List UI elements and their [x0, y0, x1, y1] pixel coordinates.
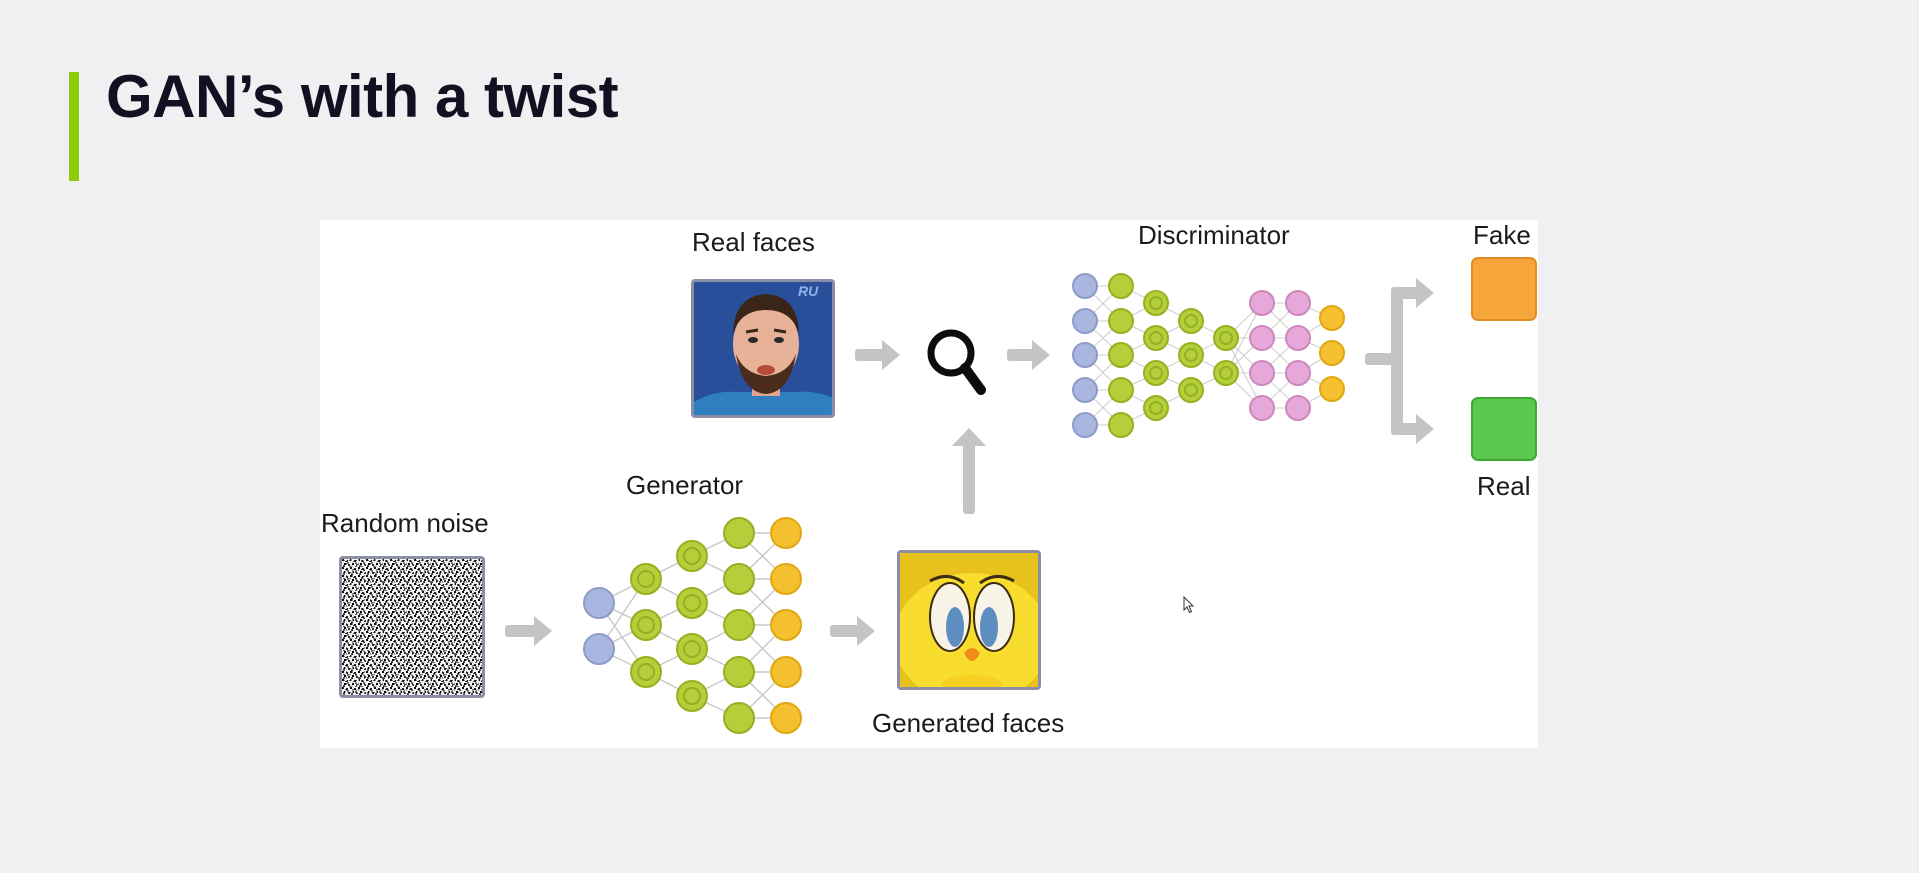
arrow-right-icon [1007, 340, 1050, 370]
diagram-graphics [505, 257, 1537, 734]
cursor-icon [1183, 596, 1195, 614]
branch-arrow-icon [1365, 278, 1434, 444]
fake-label: Fake [1473, 220, 1531, 250]
random-noise-image [339, 556, 485, 698]
discriminator-label: Discriminator [1138, 220, 1290, 250]
arrow-up-icon [952, 428, 986, 514]
generator-label: Generator [626, 470, 744, 500]
real-face-image: RU [691, 279, 835, 418]
real-output-box [1471, 397, 1537, 461]
generated-faces-label: Generated faces [872, 708, 1065, 738]
random-noise-label: Random noise [321, 508, 489, 538]
magnifier-icon [927, 329, 986, 395]
arrow-right-icon [855, 340, 900, 370]
generator-nodes [583, 517, 802, 734]
arrow-right-icon [830, 616, 875, 646]
slide-title: GAN’s with a twist [106, 63, 619, 130]
discriminator-nodes [1072, 273, 1345, 438]
real-label: Real [1477, 471, 1531, 501]
title-accent-bar [69, 72, 79, 181]
fake-output-box [1471, 257, 1537, 321]
real-faces-label: Real faces [692, 227, 815, 257]
svg-text:RU: RU [798, 283, 819, 299]
gan-diagram: RU [320, 220, 1538, 748]
generated-face-image [897, 550, 1041, 690]
arrow-right-icon [505, 616, 552, 646]
